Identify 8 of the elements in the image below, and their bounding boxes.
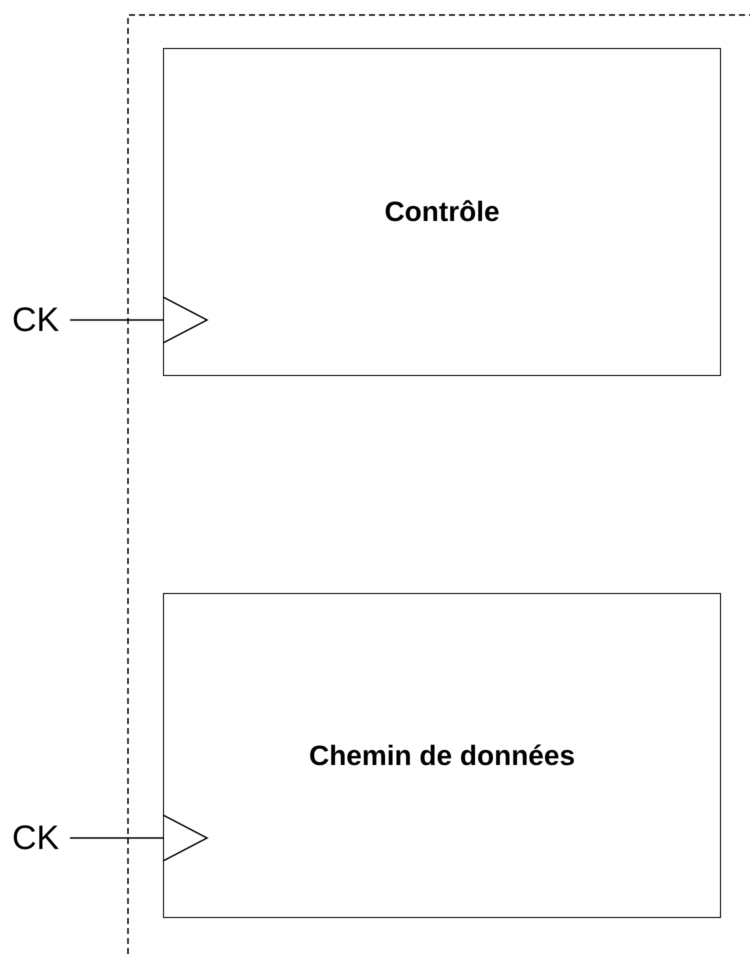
signal-label: CK bbox=[12, 820, 60, 856]
signal-line bbox=[70, 319, 163, 321]
block-label: Chemin de données bbox=[308, 740, 576, 772]
block-label: Contrôle bbox=[384, 196, 500, 228]
block-box bbox=[163, 593, 721, 918]
block-box bbox=[163, 48, 721, 376]
signal-label: CK bbox=[12, 302, 60, 338]
signal-line bbox=[70, 837, 163, 839]
